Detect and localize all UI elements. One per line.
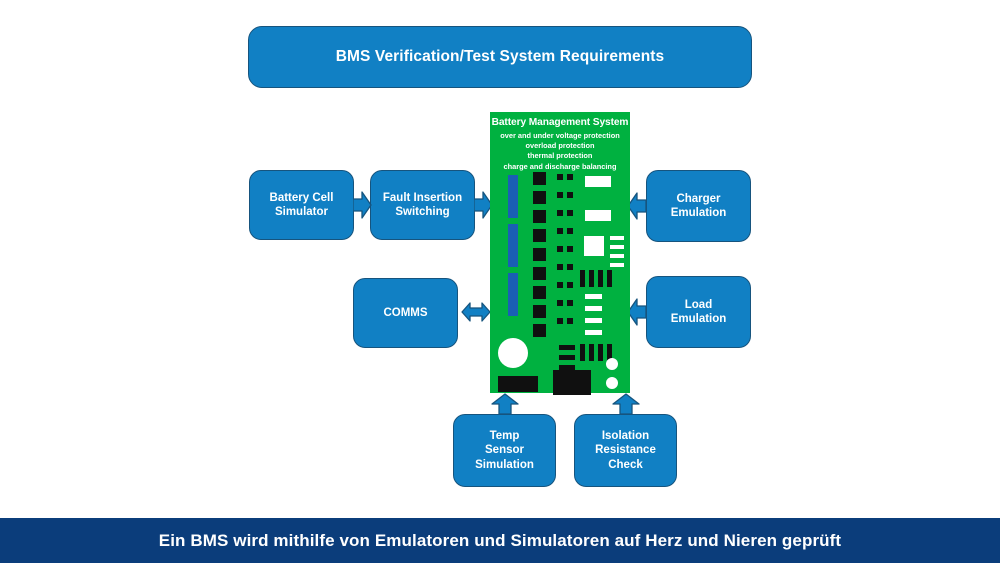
- pcb-pad: [557, 192, 563, 198]
- block-comms: COMMS: [353, 278, 458, 348]
- pcb-chip-square: [533, 229, 546, 242]
- pcb-trace-white: [610, 254, 624, 258]
- pcb-pad: [557, 264, 563, 270]
- block-charger-emulation: Charger Emulation: [646, 170, 751, 242]
- pcb-resistor-bar: [589, 344, 594, 361]
- pcb-connector-black-rect: [498, 376, 538, 392]
- block-temp-sensor-simulation: Temp Sensor Simulation: [453, 414, 556, 487]
- block-label-charger-emulation: Charger Emulation: [670, 192, 727, 219]
- block-isolation-resistance-check: Isolation Resistance Check: [574, 414, 677, 487]
- pcb-connector-blue-3: [508, 273, 518, 316]
- pcb-feature-list: over and under voltage protection overlo…: [500, 131, 620, 171]
- pcb-pad: [557, 210, 563, 216]
- pcb-resistor-bar: [598, 270, 603, 287]
- pcb-chip-square: [533, 286, 546, 299]
- pcb-pad: [567, 264, 573, 270]
- block-label-temp-sensor-simulation: Temp Sensor Simulation: [475, 429, 534, 471]
- pcb-pad: [567, 300, 573, 306]
- pcb-trace-white: [610, 245, 624, 249]
- block-label-battery-cell-simulator: Battery Cell Simulator: [269, 191, 334, 218]
- battery-management-system-board: Battery Management System over and under…: [490, 112, 630, 395]
- pcb-trace-black: [559, 345, 575, 350]
- pcb-chip-square: [533, 305, 546, 318]
- pcb-led-circle: [606, 358, 618, 370]
- caption-banner: Ein BMS wird mithilfe von Emulatoren und…: [0, 518, 1000, 563]
- pcb-trace-white: [585, 318, 602, 323]
- pcb-resistor-bar: [607, 270, 612, 287]
- pcb-resistor-bar: [598, 344, 603, 361]
- pcb-connector-blue-2: [508, 224, 518, 267]
- pcb-pad: [557, 246, 563, 252]
- title-box: BMS Verification/Test System Requirement…: [248, 26, 752, 88]
- pcb-connector-blue-1: [508, 175, 518, 218]
- block-label-isolation-resistance-check: Isolation Resistance Check: [595, 429, 656, 471]
- pcb-pad: [567, 228, 573, 234]
- pcb-chip-square: [533, 210, 546, 223]
- pcb-component-white-rect: [585, 210, 611, 221]
- arrow-right-cellsim-to-fault: [353, 191, 372, 219]
- pcb-component-white-rect: [585, 176, 611, 187]
- pcb-pad: [557, 300, 563, 306]
- arrow-left-load-to-pcb: [626, 298, 647, 326]
- pcb-chip-square: [533, 324, 546, 337]
- pcb-pad: [557, 228, 563, 234]
- pcb-resistor-bar: [580, 270, 585, 287]
- pcb-pad: [567, 210, 573, 216]
- pcb-component-white-square: [584, 236, 604, 256]
- pcb-trace-black: [559, 365, 575, 370]
- pcb-main-chip: [553, 370, 591, 395]
- block-load-emulation: Load Emulation: [646, 276, 751, 348]
- pcb-trace-white: [610, 236, 624, 240]
- pcb-heading: Battery Management System: [491, 117, 629, 128]
- arrow-up-tempsensor-to-pcb: [491, 393, 519, 415]
- caption-text: Ein BMS wird mithilfe von Emulatoren und…: [158, 530, 842, 550]
- block-battery-cell-simulator: Battery Cell Simulator: [249, 170, 354, 240]
- pcb-pad: [557, 174, 563, 180]
- pcb-pad: [567, 174, 573, 180]
- pcb-pad: [557, 318, 563, 324]
- pcb-resistor-bar: [580, 344, 585, 361]
- arrow-bidirectional-comms-to-pcb: [461, 299, 491, 325]
- block-label-fault-insertion-switching: Fault Insertion Switching: [382, 191, 463, 218]
- pcb-capacitor-circle: [498, 338, 528, 368]
- pcb-chip-square: [533, 248, 546, 261]
- pcb-pad: [567, 246, 573, 252]
- pcb-trace-white: [585, 306, 602, 311]
- pcb-resistor-bar: [607, 344, 612, 361]
- title-label: BMS Verification/Test System Requirement…: [335, 48, 665, 66]
- pcb-pad: [567, 318, 573, 324]
- arrow-right-fault-to-pcb: [474, 191, 493, 219]
- pcb-pad: [567, 282, 573, 288]
- pcb-led-circle: [606, 377, 618, 389]
- pcb-resistor-bar: [589, 270, 594, 287]
- arrow-left-charger-to-pcb: [626, 192, 647, 220]
- pcb-trace-white: [610, 263, 624, 267]
- pcb-trace-black: [559, 355, 575, 360]
- block-label-load-emulation: Load Emulation: [670, 298, 727, 325]
- pcb-chip-square: [533, 172, 546, 185]
- pcb-pad: [557, 282, 563, 288]
- pcb-trace-white: [585, 294, 602, 299]
- pcb-pad: [567, 192, 573, 198]
- pcb-chip-square: [533, 191, 546, 204]
- block-label-comms: COMMS: [383, 306, 428, 319]
- pcb-chip-square: [533, 267, 546, 280]
- pcb-trace-white: [585, 330, 602, 335]
- arrow-up-isolation-to-pcb: [612, 393, 640, 415]
- block-fault-insertion-switching: Fault Insertion Switching: [370, 170, 475, 240]
